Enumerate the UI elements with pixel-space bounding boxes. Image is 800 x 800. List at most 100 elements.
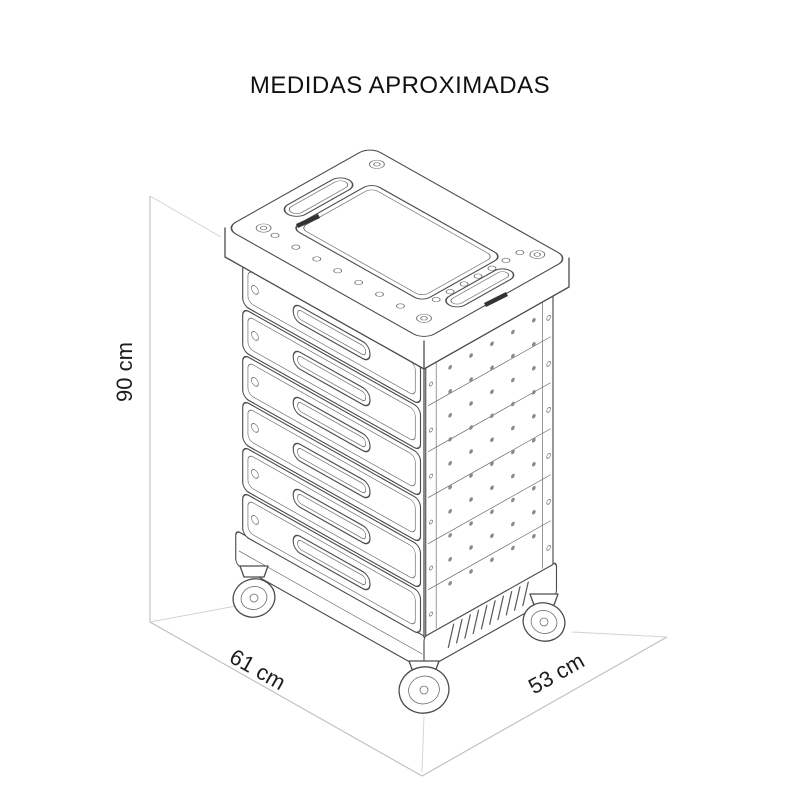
top-opening (295, 185, 499, 300)
side-panel (425, 290, 554, 637)
drawer-front-inner (247, 501, 416, 625)
perforation-dot (469, 449, 473, 454)
screw-hole (445, 289, 455, 295)
base-rib (447, 623, 455, 649)
base-rib (480, 604, 488, 630)
perforation-dot (469, 569, 473, 574)
corner-boss (416, 313, 432, 323)
perforation-dot (531, 509, 536, 515)
post-hole (546, 314, 551, 321)
perforation-dot (469, 353, 473, 358)
perforation-dot (448, 556, 452, 562)
drawer-handle (292, 534, 371, 591)
perforation-dot (490, 509, 494, 515)
perforation-dot (490, 413, 494, 419)
line-shape (238, 550, 423, 655)
caster-hub (419, 685, 429, 695)
perforation-dot (511, 401, 515, 407)
perforation-dot (469, 545, 473, 550)
drawer-lock (251, 468, 259, 479)
base-rib (513, 586, 521, 611)
brand-mark-right (484, 292, 508, 307)
caster-mount (239, 565, 269, 578)
screw-hole (396, 303, 405, 309)
perforation-dot (511, 545, 515, 551)
perforation-dot (531, 341, 536, 347)
perforation-dot (448, 532, 452, 538)
drawer-handle-grip (297, 539, 366, 586)
drawer-lock (251, 330, 259, 341)
perforation-dot (511, 497, 515, 503)
screw-hole (270, 232, 280, 238)
perforation-dot (490, 437, 494, 443)
extension-line-left (149, 605, 237, 623)
post-hole (546, 406, 551, 413)
caster-left (232, 565, 276, 618)
perforation-dot (511, 377, 515, 383)
base-rib (489, 600, 496, 625)
corner-boss (255, 223, 272, 233)
width-dimension-label: 61 cm (225, 644, 289, 695)
perforation-dot (490, 533, 494, 539)
perforation-dot (469, 425, 473, 430)
perforation-dot (490, 557, 494, 563)
base-rib (455, 618, 463, 644)
perforation-dot (448, 436, 452, 442)
drawer-handle-grip (297, 401, 366, 448)
dimension-bound-lines (149, 196, 668, 777)
drawer-front-inner (247, 363, 416, 487)
panel-seam (428, 428, 551, 498)
post-hole (429, 427, 433, 433)
caster-front (398, 660, 450, 714)
base-right-face (423, 562, 558, 669)
post-hole (429, 519, 433, 525)
perforation-dot (469, 521, 473, 526)
perforation-dot (531, 437, 536, 443)
base-rib (522, 581, 529, 607)
post-hole (429, 565, 433, 571)
perforation-dot (469, 401, 473, 406)
drawer-handle-grip (297, 447, 366, 494)
perforation-dot (469, 497, 473, 502)
screw-hole (375, 291, 384, 297)
page-title: MEDIDAS APROXIMADAS (249, 72, 551, 99)
base-rib (505, 590, 513, 616)
depth-dimension-label: 53 cm (524, 648, 588, 699)
cart-illustration (224, 149, 570, 714)
perforation-dot (448, 484, 452, 490)
perforation-dot (490, 341, 494, 347)
casters (232, 565, 566, 714)
caster-hub (539, 617, 549, 627)
drawer-front-inner (247, 409, 416, 533)
base-rib (464, 614, 471, 639)
top-opening-lip (303, 189, 491, 295)
perforation-dot (469, 473, 473, 478)
drawer-2 (242, 309, 422, 450)
brand-mark-left (296, 214, 320, 228)
drawer-handle (292, 350, 371, 407)
height-dimension-label: 90 cm (112, 342, 137, 402)
perforation-dot (531, 485, 536, 491)
perforation-dot (531, 413, 536, 419)
post-hole (429, 381, 433, 387)
perforation-dot (511, 329, 515, 335)
screw-hole (354, 279, 364, 285)
corner-boss (529, 250, 546, 259)
perforation-dot (469, 377, 473, 382)
circle-shape (533, 252, 542, 257)
ellipse-shape (530, 610, 558, 634)
perforation-dot (511, 425, 515, 431)
drawer-stack (242, 263, 422, 634)
perforation-dot (490, 365, 494, 371)
drawer-lock (251, 514, 259, 525)
perforation-dot (531, 317, 536, 323)
post-hole (546, 360, 551, 367)
handle-slot-right (445, 268, 515, 308)
drawer-handle-grip (297, 355, 366, 402)
perforation-dot (448, 388, 452, 394)
screw-hole (312, 256, 322, 262)
post-hole (546, 498, 551, 505)
circle-shape (373, 162, 381, 167)
